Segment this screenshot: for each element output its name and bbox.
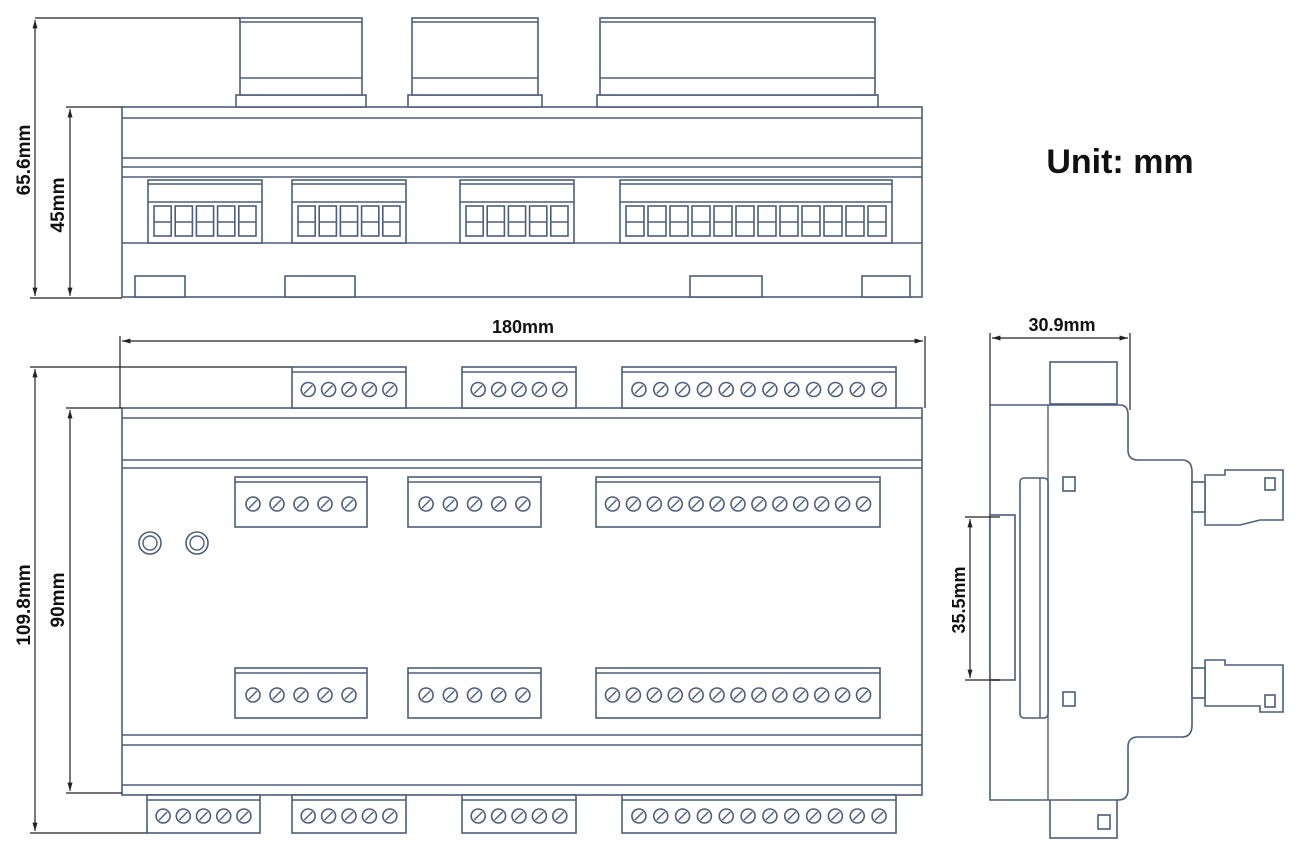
dim-30-9mm: 30.9mm [1028,315,1095,335]
knob [185,531,209,555]
dim-109-8mm: 109.8mm [14,564,35,645]
front-dimension-lines [30,336,926,834]
dim-45mm: 45mm [48,178,69,233]
terminal-blocks [146,179,897,834]
unit-label: Unit: mm [1046,143,1193,181]
dim-65-6mm: 65.6mm [14,125,35,196]
top-view [121,17,923,298]
side-view [989,361,1284,839]
side-dimension-lines [965,333,1131,681]
dim-90mm: 90mm [48,573,69,628]
front-view [121,407,923,796]
dim-35-5mm: 35.5mm [949,566,969,633]
dim-180mm: 180mm [492,317,554,337]
knob [138,531,162,555]
top-dimension-lines [30,17,240,299]
